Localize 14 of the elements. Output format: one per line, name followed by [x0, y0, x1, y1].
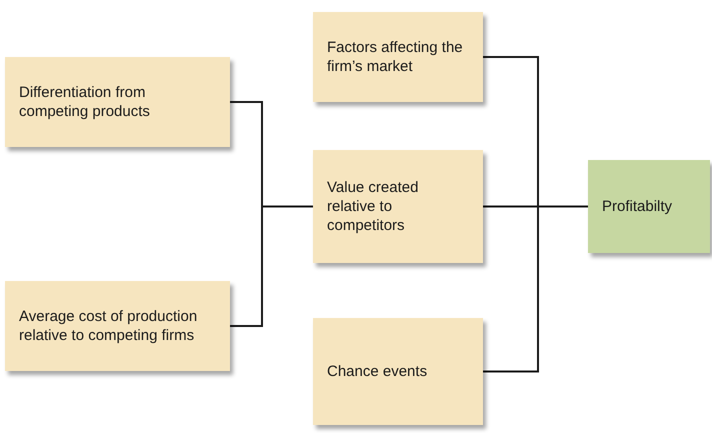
- result-box: [588, 160, 710, 253]
- factor-box: [5, 57, 230, 147]
- box-label: Average cost of production relative to competing firms: [19, 307, 198, 345]
- connector-line: [230, 206, 313, 327]
- box-label: Chance events: [327, 362, 428, 381]
- factor-box: [313, 12, 483, 102]
- factor-box: [5, 281, 230, 371]
- box-label: Value created relative to competitors: [327, 178, 420, 235]
- box-label: Factors affecting the firm’s market: [327, 38, 464, 76]
- box-label: Profitabilty: [602, 197, 672, 216]
- box-label: Differentiation from competing products: [19, 83, 151, 121]
- factor-box: [313, 318, 483, 425]
- connector-line: [483, 206, 588, 372]
- factor-box: [313, 150, 483, 263]
